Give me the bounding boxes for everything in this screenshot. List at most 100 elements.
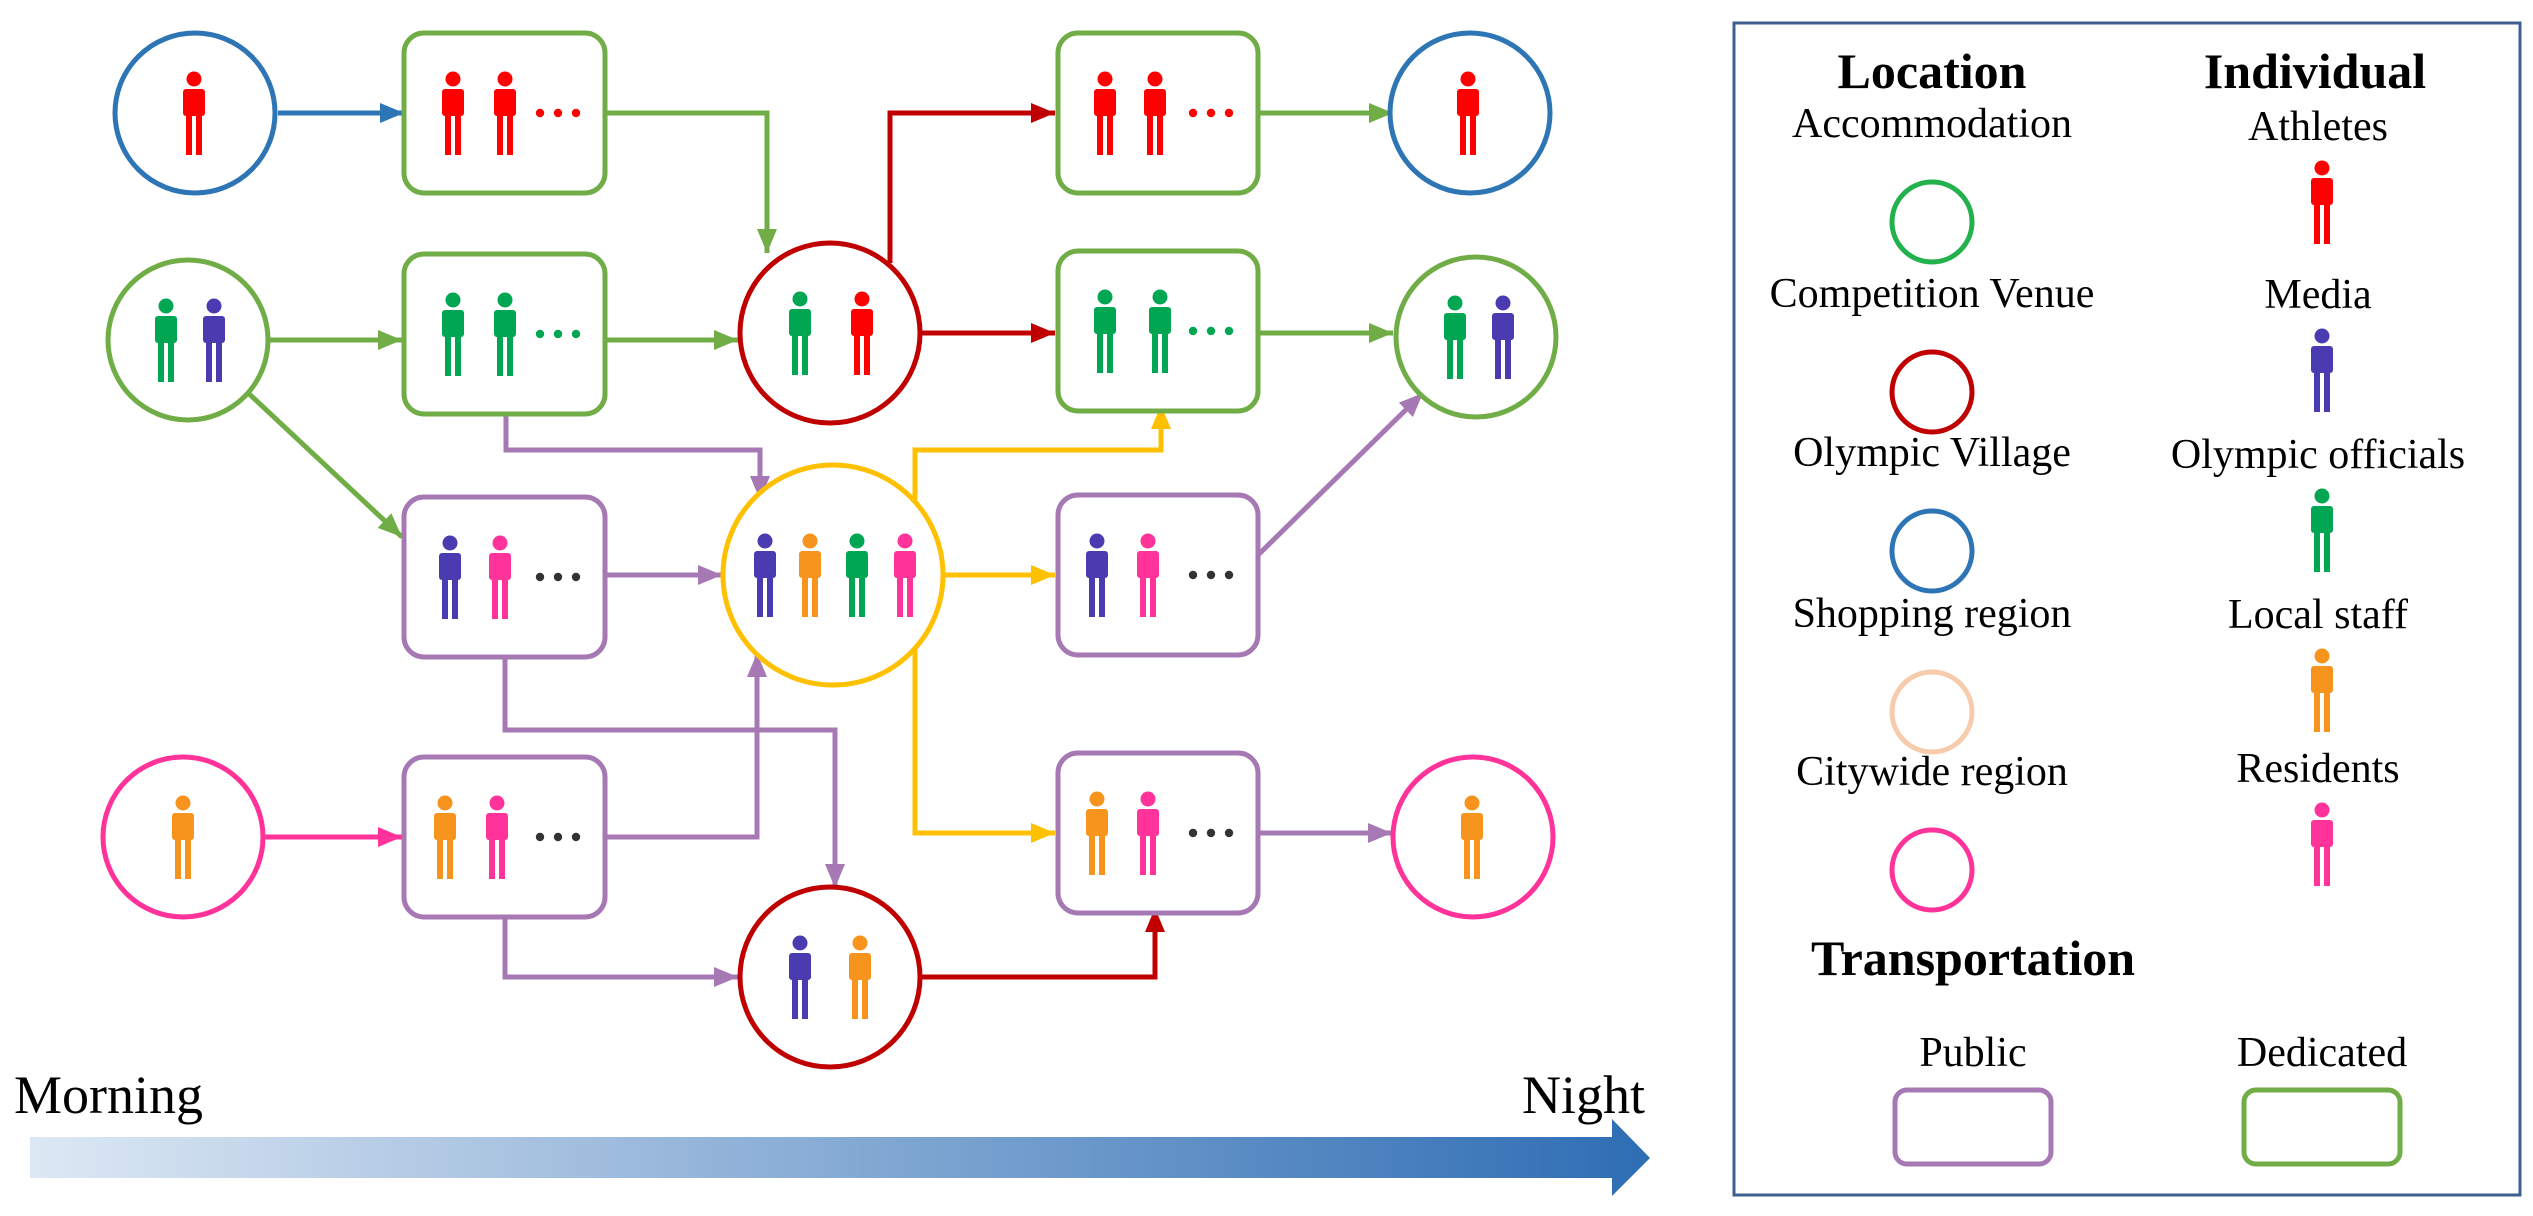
- person-icon: [1144, 71, 1166, 155]
- legend-individual-label: Local staff: [2228, 592, 2408, 638]
- edge-hub-to-box7: [945, 565, 1055, 585]
- legend-location-swatch: [1889, 827, 1975, 913]
- legend-transport-swatch: [1892, 1087, 2054, 1167]
- olympic-village-node-end: [1387, 30, 1553, 196]
- legend-panel: Location Individual Transportation Accom…: [1732, 21, 2522, 1197]
- legend-transport-swatch: [2241, 1087, 2403, 1167]
- person-icon: [1461, 795, 1483, 879]
- edge-box7-to-accom: [1256, 391, 1425, 557]
- accommodation-node: [105, 257, 271, 423]
- person-icon: [789, 291, 811, 375]
- legend-individual-label: Media: [2264, 272, 2372, 318]
- legend-individual-label: Athletes: [2248, 104, 2388, 150]
- person-icon: [1094, 71, 1116, 155]
- dedicated-transport-box-1: [401, 30, 608, 196]
- citywide-node: [100, 754, 266, 920]
- person-icon: [799, 533, 821, 617]
- person-icon: [2311, 160, 2333, 244]
- person-icon: [2311, 802, 2333, 886]
- edge-venue-to-box6: [918, 323, 1055, 343]
- accommodation-node-end: [1393, 254, 1559, 420]
- edge-box5-to-village: [1257, 103, 1393, 123]
- ellipsis-dots: [1188, 570, 1234, 580]
- ellipsis-dots: [1188, 108, 1234, 118]
- olympic-village-node: [112, 30, 278, 196]
- ellipsis-dots: [535, 329, 581, 339]
- edge-box3-to-venue: [502, 652, 845, 888]
- dedicated-transport-box-5: [1055, 30, 1261, 196]
- competition-venue-node-top: [737, 240, 923, 426]
- edge-box4-to-venue: [502, 915, 738, 987]
- edge-village-to-box1: [278, 103, 404, 123]
- legend-location-swatch: [1889, 349, 1975, 435]
- timeline: Morning Night: [14, 1065, 1650, 1196]
- person-icon: [851, 291, 873, 375]
- legend-location-label: Olympic Village: [1793, 430, 2071, 476]
- person-icon: [494, 71, 516, 155]
- timeline-end-label: Night: [1522, 1065, 1645, 1125]
- person-icon: [849, 935, 871, 1019]
- public-transport-box-8: [1055, 750, 1261, 916]
- edge-box8-to-citywide: [1258, 823, 1392, 843]
- person-icon: [1086, 533, 1108, 617]
- public-transport-box-7: [1055, 492, 1261, 658]
- legend-location-label: Citywide region: [1796, 749, 2068, 795]
- competition-venue-node-bottom: [737, 884, 923, 1070]
- person-icon: [203, 298, 225, 382]
- legend-transport-label: Dedicated: [2237, 1030, 2407, 1076]
- edge-citywide-to-box4: [264, 827, 402, 847]
- person-icon: [183, 71, 205, 155]
- person-icon: [2311, 648, 2333, 732]
- edge-accom-to-box2: [267, 330, 402, 350]
- edge-box2-to-hub: [503, 413, 770, 500]
- person-icon: [494, 292, 516, 376]
- edges-layer: [243, 103, 1425, 987]
- ellipsis-dots: [535, 108, 581, 118]
- person-icon: [846, 533, 868, 617]
- ellipsis-dots: [535, 832, 581, 842]
- public-transport-box-3: [401, 494, 608, 660]
- legend-location-swatch: [1889, 669, 1975, 755]
- public-transport-box-4: [401, 754, 608, 920]
- person-icon: [1149, 289, 1171, 373]
- ellipsis-dots: [535, 572, 581, 582]
- person-icon: [2311, 488, 2333, 572]
- person-icon: [894, 533, 916, 617]
- person-icon: [489, 535, 511, 619]
- citywide-node-end: [1390, 754, 1556, 920]
- ellipsis-dots: [1188, 828, 1234, 838]
- legend-border: [1732, 21, 2522, 1197]
- person-icon: [1457, 71, 1479, 155]
- person-icon: [1137, 533, 1159, 617]
- edge-box1-to-venue: [605, 110, 777, 253]
- person-icon: [439, 535, 461, 619]
- person-icon: [1444, 295, 1466, 379]
- person-icon: [442, 71, 464, 155]
- legend-transportation-header: Transportation: [1811, 930, 2135, 986]
- legend-location-label: Competition Venue: [1770, 271, 2095, 317]
- dedicated-transport-box-6: [1055, 248, 1261, 414]
- timeline-arrow: [30, 1119, 1650, 1196]
- legend-location-swatch: [1889, 179, 1975, 265]
- legend-individual-header: Individual: [2204, 43, 2426, 99]
- edge-box3-to-hub: [605, 565, 722, 585]
- dedicated-transport-box-2: [401, 251, 608, 417]
- person-icon: [1094, 289, 1116, 373]
- edge-accom-to-box3: [243, 388, 404, 539]
- person-icon: [1492, 295, 1514, 379]
- nodes-layer: [100, 30, 1559, 1070]
- edge-box4-to-hub: [605, 653, 767, 840]
- legend-location-swatch: [1889, 508, 1975, 594]
- person-icon: [754, 533, 776, 617]
- edge-venue-to-box8: [921, 908, 1165, 980]
- legend-transport-label: Public: [1919, 1030, 2026, 1076]
- person-icon: [434, 795, 456, 879]
- edge-hub-to-box8: [912, 650, 1055, 843]
- edge-box2-to-venue: [605, 330, 738, 350]
- legend-location-label: Shopping region: [1793, 591, 2072, 637]
- person-icon: [155, 298, 177, 382]
- person-icon: [442, 292, 464, 376]
- edge-hub-to-box6: [912, 405, 1171, 500]
- person-icon: [486, 795, 508, 879]
